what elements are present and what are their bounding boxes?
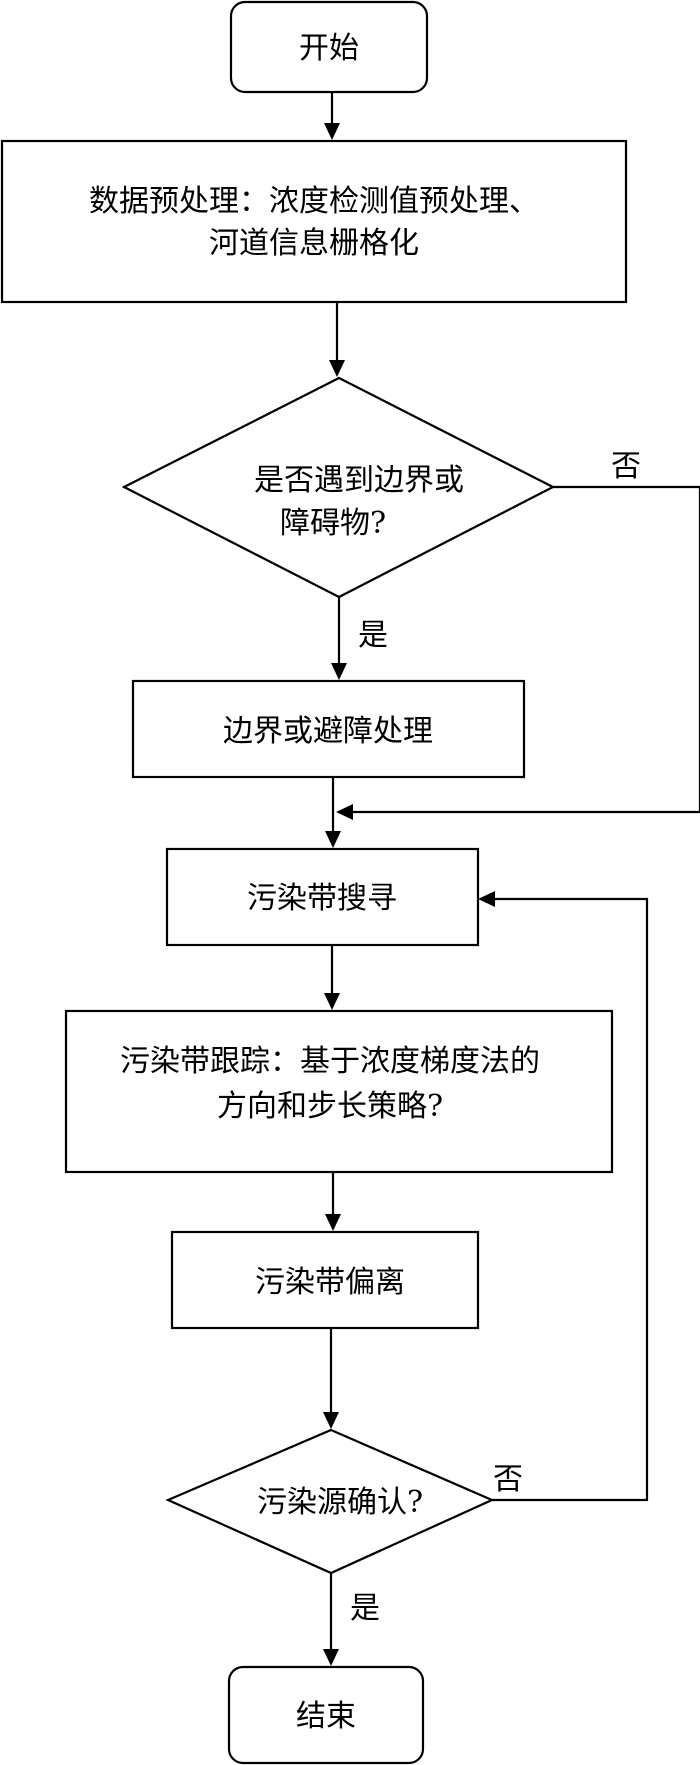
start-label: 开始 xyxy=(299,31,359,66)
confirm-no-label: 否 xyxy=(493,1462,523,1497)
arrowhead-search-track xyxy=(324,993,340,1010)
track-label-line2: 方向和步长策略? xyxy=(217,1089,443,1124)
search-node xyxy=(165,847,480,947)
start-node xyxy=(229,0,429,94)
preprocess-node xyxy=(0,139,628,304)
track-label-line1: 污染带跟踪：基于浓度梯度法的 xyxy=(120,1044,540,1079)
end-label: 结束 xyxy=(296,1699,356,1734)
preprocess-label-line1: 数据预处理：浓度检测值预处理、 xyxy=(89,184,539,219)
edge-confirm-no-loop xyxy=(492,897,649,1502)
arrowhead-boundary-no-bypass xyxy=(336,804,353,820)
search-label: 污染带搜寻 xyxy=(247,881,397,916)
arrowhead-start-preprocess xyxy=(324,123,340,140)
deviate-node xyxy=(170,1230,480,1330)
arrowhead-confirm-no-loop xyxy=(478,891,495,907)
arrowhead-deviate-confirm xyxy=(323,1412,339,1429)
confirm-label: 污染源确认? xyxy=(257,1485,423,1520)
boundary-check-label-line1: 是否遇到边界或 xyxy=(254,463,464,498)
deviate-label: 污染带偏离 xyxy=(255,1265,405,1300)
boundary-check-label-line2: 障碍物? xyxy=(280,506,386,541)
avoid-label: 边界或避障处理 xyxy=(223,714,433,749)
edge-boundary-no-bypass xyxy=(352,485,700,814)
arrowhead-track-deviate xyxy=(325,1214,341,1231)
arrowhead-confirm-end xyxy=(323,1649,339,1666)
arrowhead-preprocess-boundary xyxy=(329,360,345,377)
avoid-node xyxy=(131,679,526,779)
end-node xyxy=(227,1665,425,1765)
track-node xyxy=(64,1009,614,1174)
preprocess-label-line2: 河道信息栅格化 xyxy=(209,226,419,261)
confirm-yes-label: 是 xyxy=(350,1591,380,1626)
boundary-yes-label: 是 xyxy=(358,618,388,653)
arrowhead-boundary-avoid xyxy=(331,663,347,680)
arrowhead-avoid-search xyxy=(325,831,341,848)
boundary-no-label: 否 xyxy=(611,449,641,484)
